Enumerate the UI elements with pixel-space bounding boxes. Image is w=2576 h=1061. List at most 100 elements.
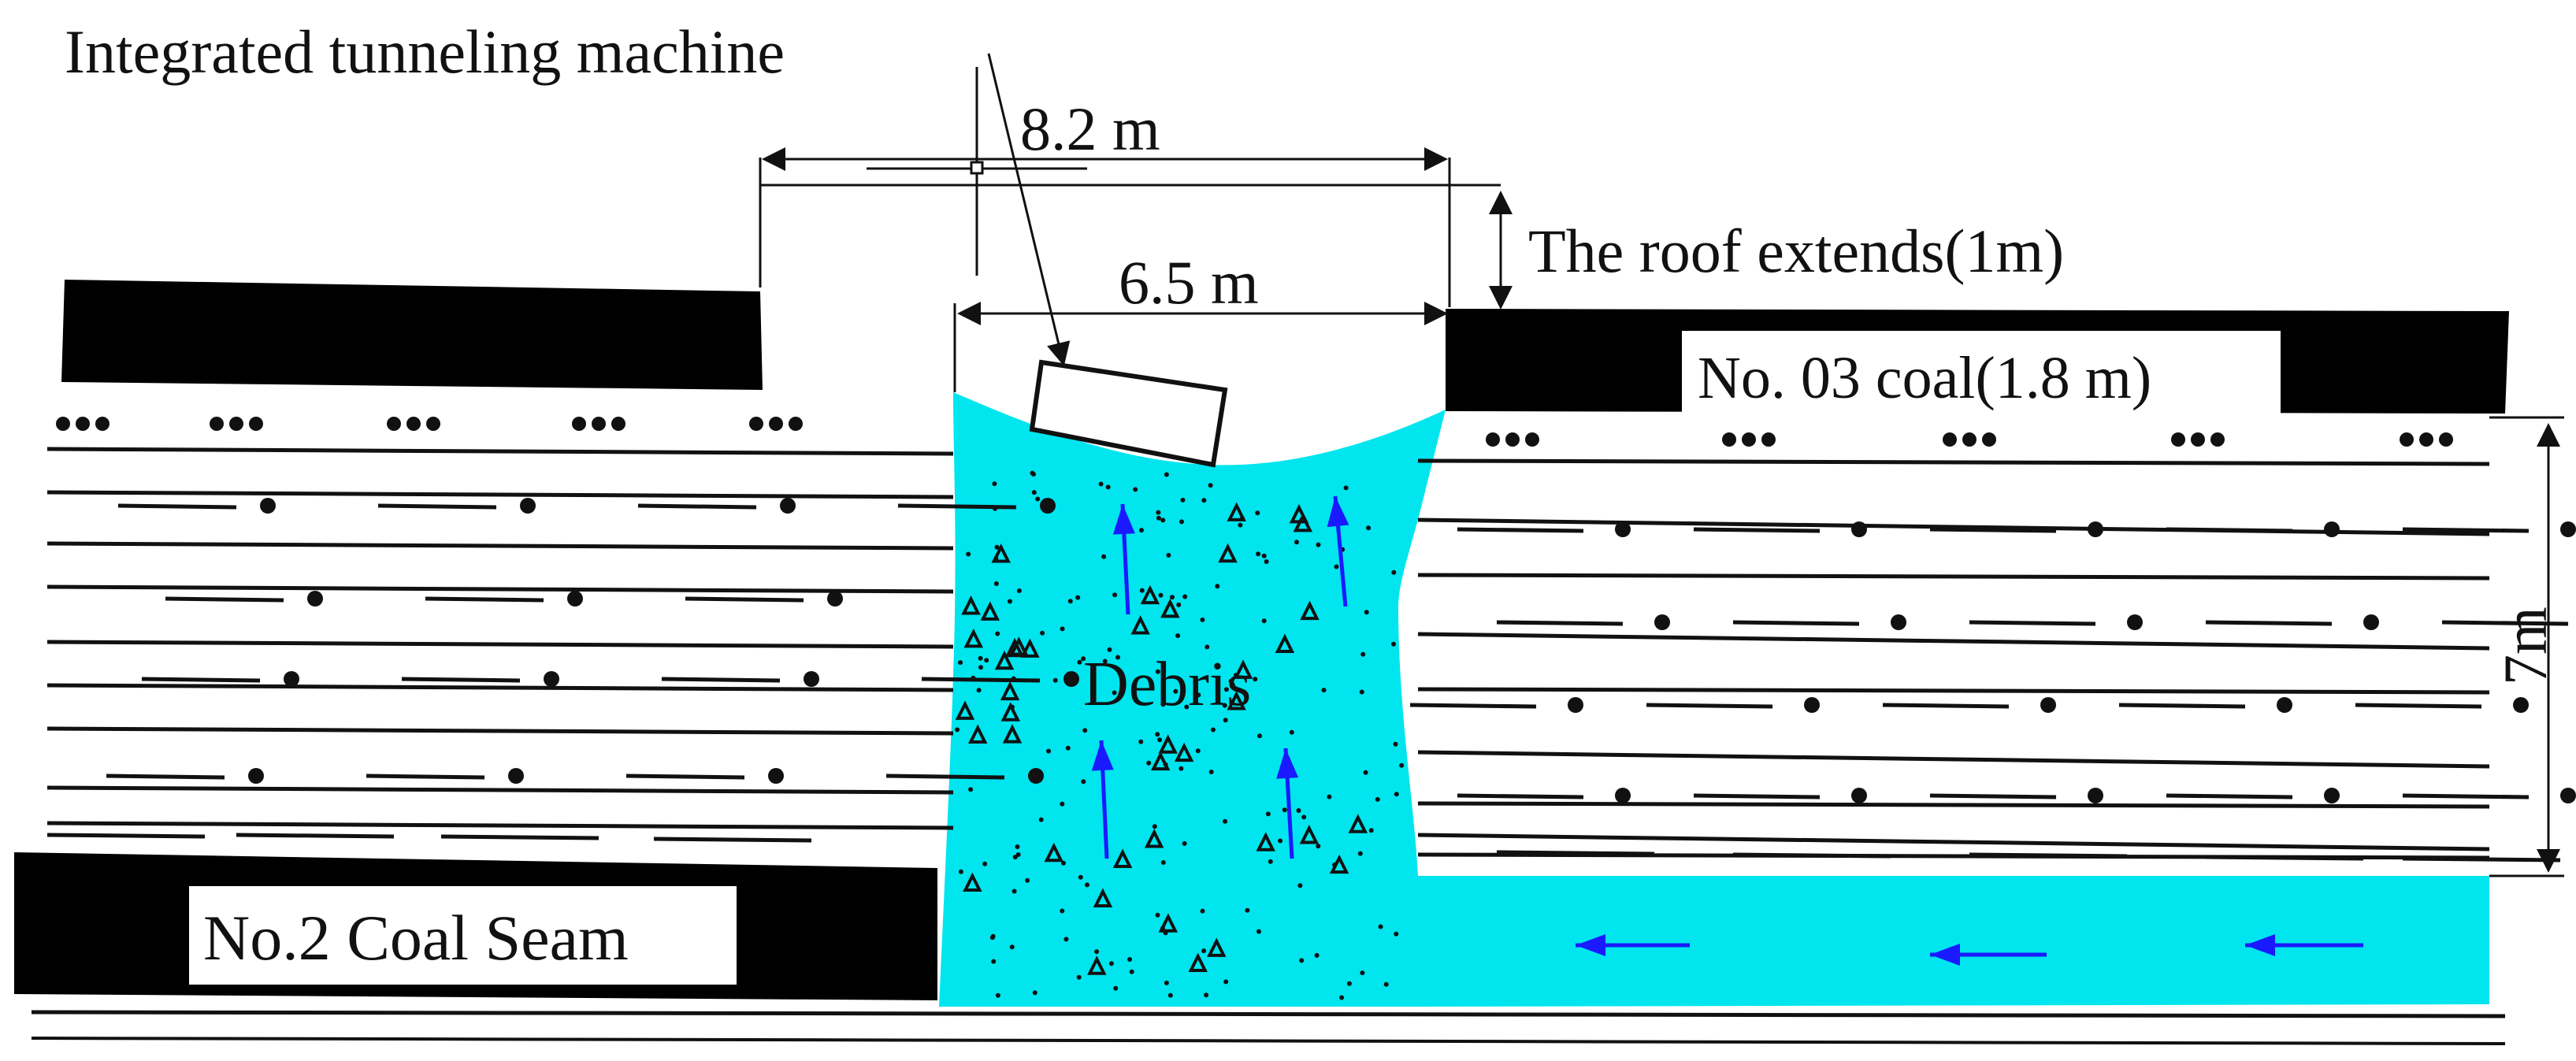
debris-speck — [958, 869, 963, 874]
debris-fragment — [1256, 832, 1275, 851]
strata-dot — [1615, 788, 1631, 803]
debris-speck — [1211, 727, 1216, 733]
debris-speck — [1133, 487, 1138, 492]
debris-speck — [978, 655, 983, 661]
debris-speck — [1215, 584, 1220, 589]
debris-speck — [993, 506, 998, 511]
debris-speck — [1081, 656, 1086, 662]
strata-dot — [567, 591, 583, 607]
debris-speck — [1138, 739, 1144, 744]
strata-dot — [1742, 432, 1756, 447]
debris-speck — [1182, 594, 1188, 599]
coal-2-label-box — [189, 886, 737, 985]
debris-fragment — [1158, 913, 1179, 933]
debris-speck — [1112, 690, 1117, 696]
debris-fragment — [1233, 659, 1253, 679]
debris-speck — [1031, 490, 1037, 495]
strata-dot — [749, 417, 763, 431]
strata-dots — [56, 417, 2453, 447]
strata-dash — [377, 503, 497, 510]
debris-speck — [1238, 522, 1243, 528]
strata-dot — [508, 768, 524, 784]
debris-speck — [1167, 992, 1173, 998]
strata-dot — [1568, 697, 1583, 713]
debris-speck — [1157, 737, 1163, 743]
strata-dash — [653, 837, 812, 843]
debris-speck — [1299, 958, 1305, 963]
strata-dot — [789, 417, 803, 431]
flow-arrow-head — [1091, 740, 1114, 771]
strata-dot — [2560, 521, 2576, 537]
debris-speck — [1040, 630, 1045, 636]
strata-dash — [141, 677, 261, 683]
debris-speck — [1393, 741, 1398, 747]
debris-speck — [1139, 588, 1145, 593]
strata-dot — [1525, 432, 1539, 447]
flow-arrow — [1091, 740, 1114, 859]
debris-speck — [1085, 882, 1089, 888]
strata-dot — [2210, 432, 2225, 447]
debris-speck — [1343, 485, 1349, 491]
debris-speck — [1223, 687, 1229, 692]
strata-dot — [426, 417, 440, 431]
debris-speck — [1129, 969, 1134, 974]
debris-speck — [1175, 633, 1181, 638]
debris-speck — [1009, 944, 1015, 950]
strata-dot — [1891, 614, 1906, 630]
debris-speck — [1179, 766, 1184, 771]
debris-speck — [1261, 553, 1267, 558]
coal-seam-03-left — [61, 280, 763, 390]
debris-speck — [1081, 779, 1086, 785]
debris-speck — [1156, 510, 1161, 515]
strata-dot — [520, 498, 536, 514]
debris-label: Debris — [1083, 650, 1251, 719]
debris-speck — [1170, 595, 1175, 600]
debris-fragment — [1275, 633, 1295, 653]
debris-fragment — [1004, 637, 1025, 658]
debris-particles — [955, 470, 1405, 1000]
debris-speck — [1200, 617, 1205, 622]
strata-dot — [572, 417, 586, 431]
strata-line — [1417, 687, 2490, 695]
debris-speck — [1182, 840, 1187, 846]
strata-dash — [2205, 620, 2333, 626]
debris-speck — [1008, 599, 1012, 604]
strata-dot — [544, 671, 559, 687]
strata-dot — [1722, 432, 1736, 447]
strata-dash — [897, 503, 1017, 510]
strata-dash — [1693, 793, 1821, 799]
flow-arrow-head — [1930, 944, 1960, 966]
debris-speck — [1296, 808, 1301, 813]
strata-dash — [1409, 703, 1537, 709]
strata-dash — [637, 503, 757, 510]
strata-dot — [804, 671, 819, 687]
debris-fragment — [1293, 512, 1313, 532]
strata-dash — [625, 773, 745, 780]
strata-line — [46, 821, 954, 830]
strata-line — [46, 785, 954, 795]
flow-arrow-head — [2245, 934, 2275, 956]
debris-fragment — [1044, 842, 1064, 863]
flow-arrow — [1276, 748, 1299, 859]
strata-dot — [1761, 432, 1776, 447]
debris-fragment — [1140, 584, 1160, 605]
strata-dot — [2191, 432, 2205, 447]
strata-line — [1417, 458, 2490, 466]
debris-speck — [1195, 748, 1201, 754]
strata-dot — [2439, 432, 2453, 447]
debris-speck — [1222, 703, 1227, 708]
debris-speck — [1245, 907, 1250, 913]
strata-dash — [1646, 703, 1773, 709]
flow-arrow-head — [1327, 496, 1349, 528]
debris-speck — [1082, 728, 1088, 733]
strata-line — [46, 541, 954, 551]
debris-speck — [989, 935, 995, 940]
strata-dot — [95, 417, 109, 431]
strata-dot — [56, 417, 70, 431]
debris-fragment — [994, 650, 1015, 670]
debris-speck — [1228, 678, 1234, 684]
debris-fragment — [963, 872, 982, 892]
strata-dot — [1851, 788, 1867, 803]
strata-dash — [1732, 852, 1891, 859]
